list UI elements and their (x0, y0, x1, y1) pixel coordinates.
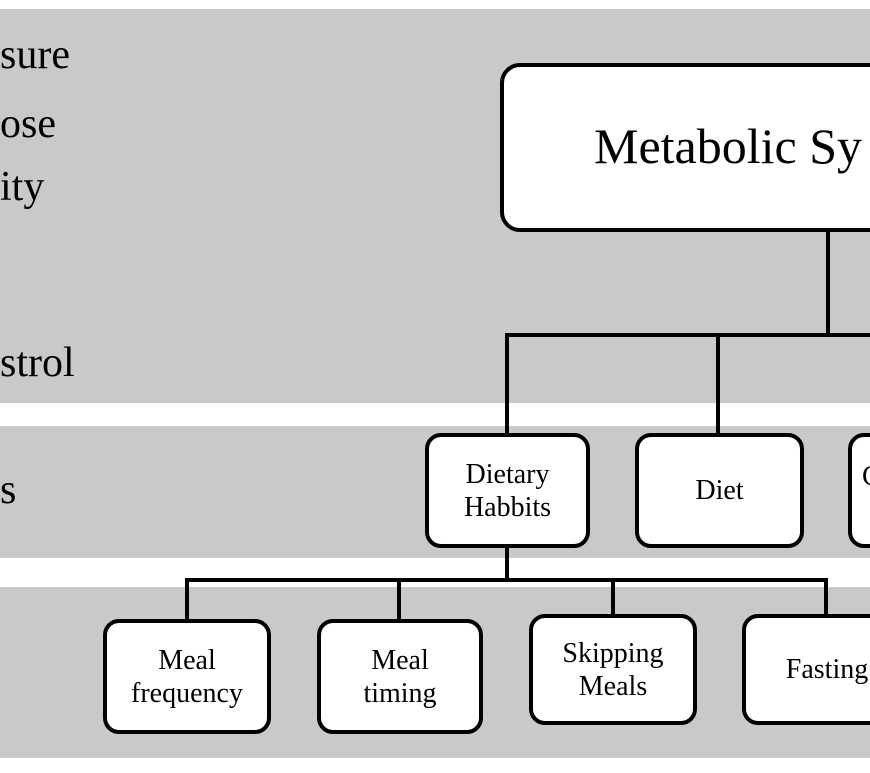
connector-stub-dietary-down (505, 545, 509, 582)
connector-drop-meal-timing (397, 578, 401, 621)
node-meal-timing: Meal timing (317, 619, 483, 734)
connector-level2-horizontal (505, 333, 870, 337)
connector-drop-skipping-meals (611, 578, 615, 616)
node-cutoff-right: C (848, 433, 870, 548)
node-label-line1: Meal (371, 644, 429, 676)
connector-level3-horizontal (185, 578, 828, 582)
connector-drop-fasting (824, 578, 828, 616)
edge-text-fragment-sure: sure (0, 32, 70, 78)
connector-root-riser (826, 230, 830, 336)
node-skipping-meals: Skipping Meals (529, 614, 697, 725)
node-label-line2: timing (363, 677, 437, 709)
node-label-line2: Habbits (463, 491, 552, 523)
edge-text-fragment-s: s (0, 467, 17, 513)
edge-text-fragment-ity: ity (0, 164, 45, 210)
node-label: Metabolic Sy (594, 118, 863, 174)
edge-text-fragment-ose: ose (0, 101, 56, 147)
node-fasting: Fasting (742, 614, 870, 725)
node-label: Diet (695, 475, 744, 506)
node-label-line1: Dietary (465, 458, 550, 490)
connector-drop-diet (716, 333, 720, 435)
node-meal-frequency: Meal frequency (103, 619, 271, 734)
node-label: Fasting (785, 654, 869, 685)
node-label-line1: Skipping (562, 637, 664, 669)
node-label-line2: Meals (578, 670, 648, 702)
node-label-line2: frequency (131, 677, 243, 709)
node-label-line1: Meal (158, 644, 216, 676)
edge-text-fragment-strol: strol (0, 340, 75, 386)
connector-drop-dietary (505, 333, 509, 435)
node-dietary-habbits: Dietary Habbits (425, 433, 590, 548)
node-metabolic-syndrome: Metabolic Sy (500, 63, 870, 232)
connector-drop-meal-frequency (185, 578, 189, 621)
node-diet: Diet (635, 433, 804, 548)
node-label-fragment: C (862, 463, 870, 491)
